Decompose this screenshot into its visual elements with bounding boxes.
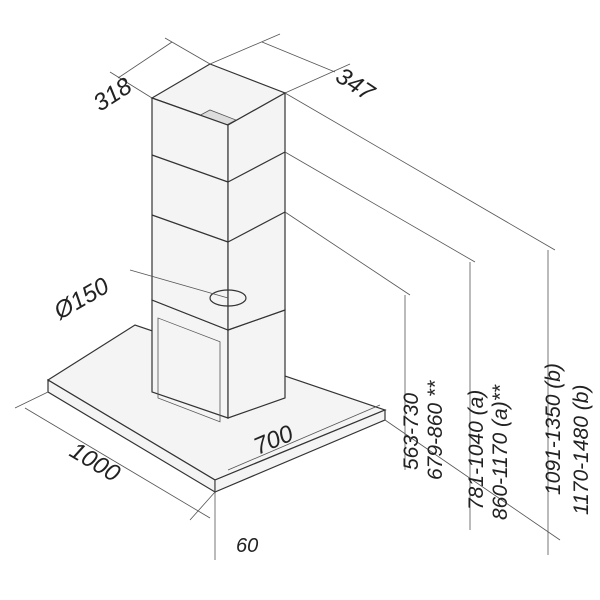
duct-outlet [209, 289, 247, 307]
height-1091-1350: 1091-1350 (b) [542, 363, 565, 495]
chimney [150, 63, 287, 331]
dim-318: 318 [89, 72, 138, 117]
height-563-730: 563-730 [400, 393, 423, 470]
dim-60: 60 [236, 535, 258, 557]
dimension-lines [14, 33, 561, 560]
motor-housing [151, 299, 286, 423]
height-679-860: 679-860 ** [424, 380, 447, 480]
dim-1000: 1000 [65, 437, 125, 488]
height-1170-1480: 1170-1480 (b) [570, 385, 593, 515]
height-781-1040: 781-1040 (a) [465, 390, 488, 510]
dim-diameter-150: Ø150 [49, 272, 115, 326]
height-860-1170: 860-1170 (a)** [489, 384, 512, 520]
